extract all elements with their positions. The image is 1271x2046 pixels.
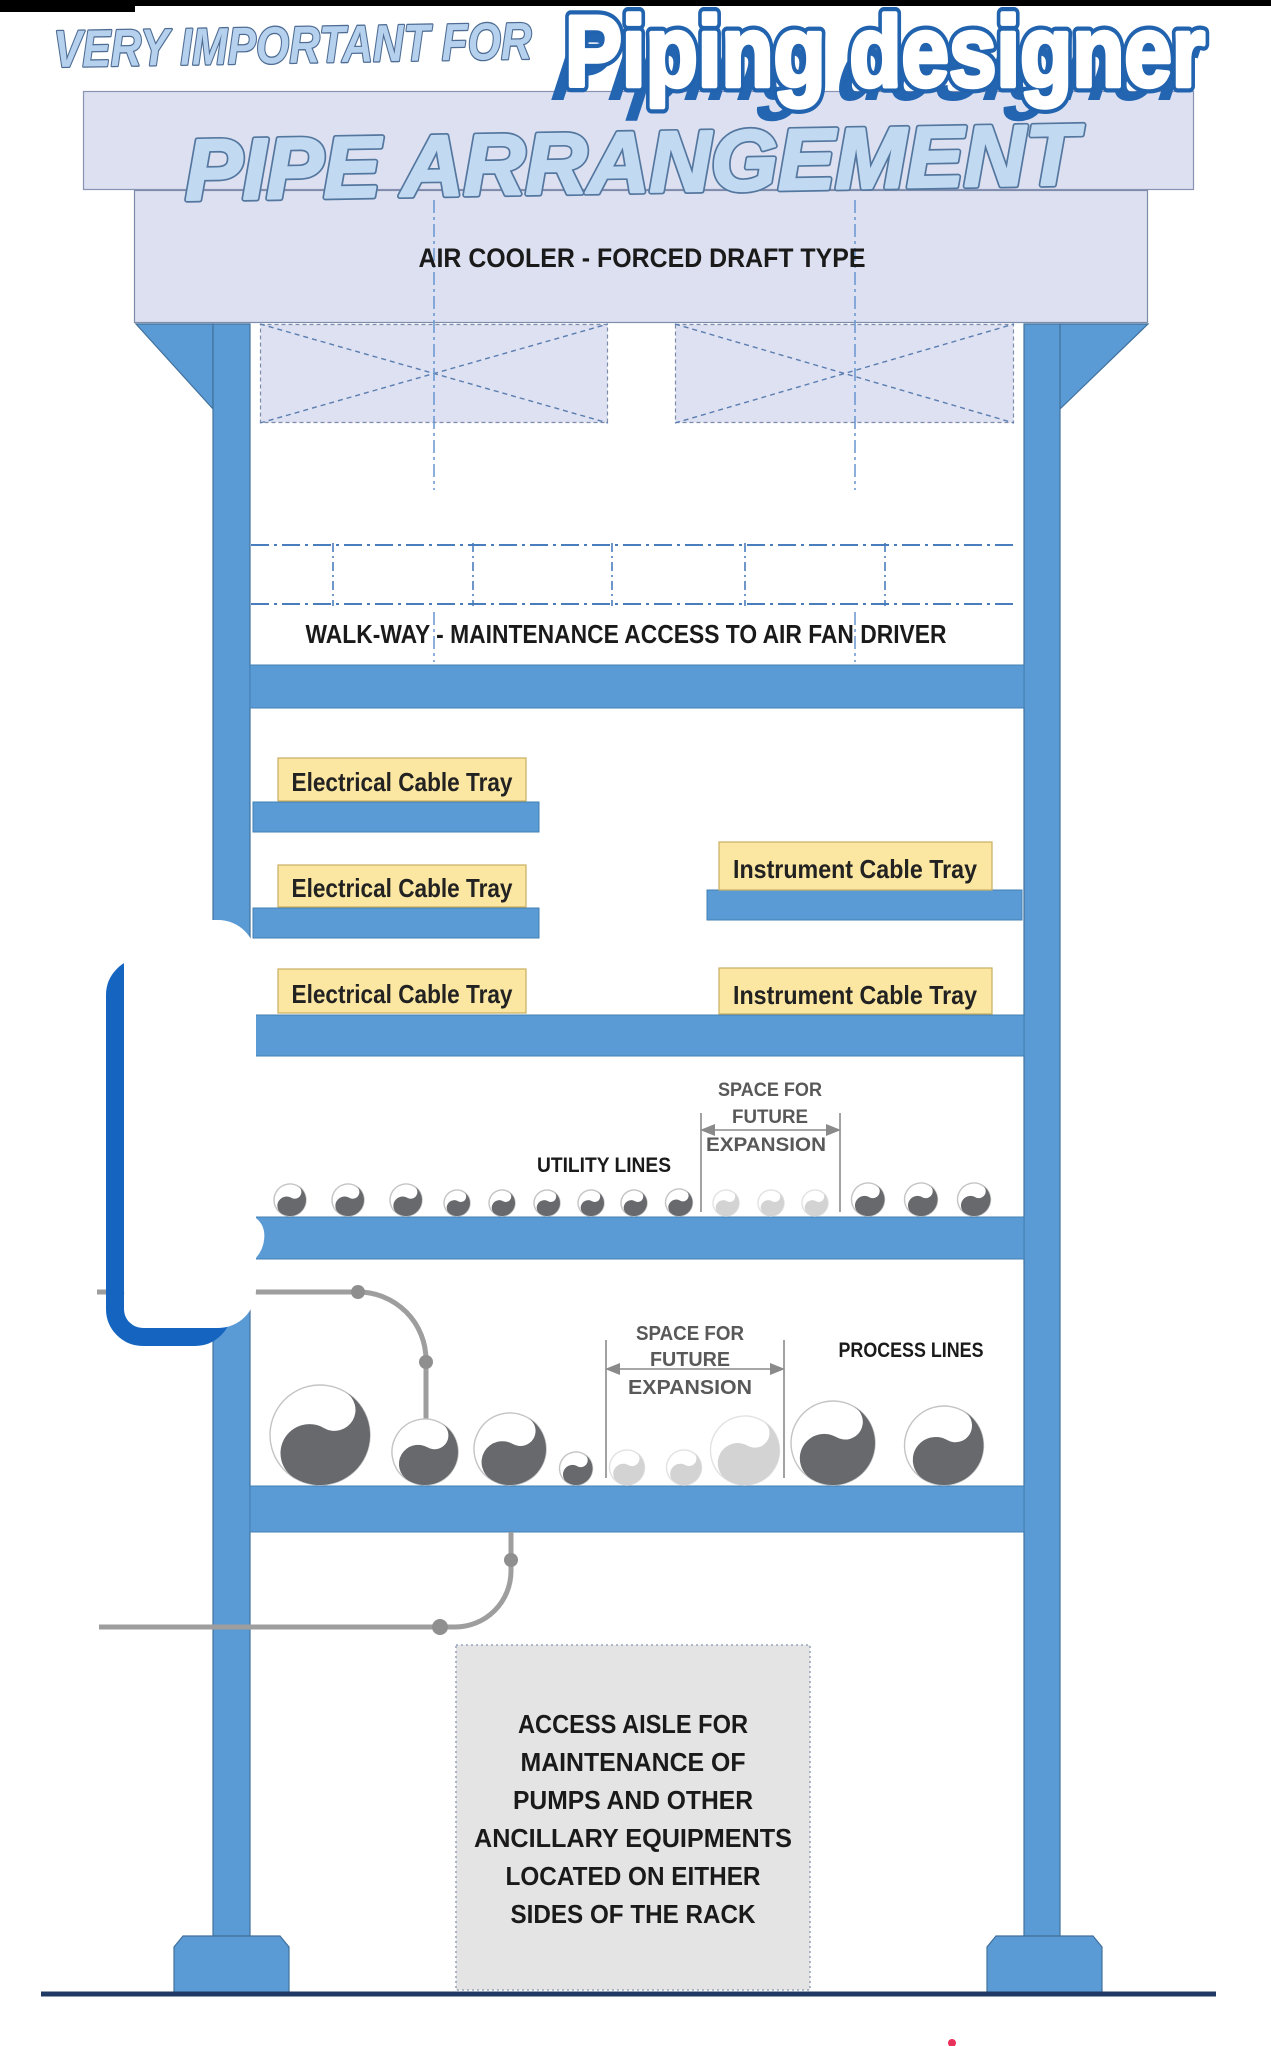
- svg-text:Electrical Cable Tray: Electrical Cable Tray: [292, 979, 513, 1009]
- svg-text:Piping designer: Piping designer: [565, 0, 1205, 108]
- svg-text:EXPANSION: EXPANSION: [628, 1377, 752, 1399]
- svg-text:PIPE ARRANGEMENT: PIPE ARRANGEMENT: [184, 107, 1085, 219]
- svg-text:Electrical Cable Tray: Electrical Cable Tray: [292, 873, 513, 903]
- svg-text:EXPANSION: EXPANSION: [706, 1135, 826, 1156]
- svg-text:Electrical Cable Tray: Electrical Cable Tray: [292, 767, 513, 797]
- svg-text:PROCESS LINES: PROCESS LINES: [839, 1339, 984, 1362]
- svg-text:Instrument Cable Tray: Instrument Cable Tray: [733, 854, 977, 884]
- svg-text:WALK-WAY - MAINTENANCE ACCESS: WALK-WAY - MAINTENANCE ACCESS TO AIR FAN…: [306, 619, 947, 649]
- svg-text:FUTURE: FUTURE: [732, 1107, 808, 1128]
- svg-text:AIR COOLER - FORCED DRAFT TYPE: AIR COOLER - FORCED DRAFT TYPE: [419, 243, 866, 273]
- svg-text:UTILITY LINES: UTILITY LINES: [537, 1154, 671, 1177]
- svg-text:PUMPS AND OTHER: PUMPS AND OTHER: [513, 1785, 753, 1815]
- svg-text:Piping designer: Piping designer: [565, 0, 1205, 108]
- svg-text:PIPE ARRANGEMENT: PIPE ARRANGEMENT: [184, 107, 1085, 219]
- svg-text:ANCILLARY EQUIPMENTS: ANCILLARY EQUIPMENTS: [474, 1823, 792, 1853]
- svg-text:SPACE FOR: SPACE FOR: [636, 1323, 745, 1345]
- svg-text:Instrument Cable Tray: Instrument Cable Tray: [733, 980, 977, 1010]
- svg-text:VERY IMPORTANT FOR: VERY IMPORTANT FOR: [53, 13, 532, 79]
- svg-text:FUTURE: FUTURE: [650, 1349, 730, 1371]
- svg-text:MAINTENANCE OF: MAINTENANCE OF: [521, 1747, 746, 1777]
- svg-text:Piping designer: Piping designer: [539, 9, 1215, 121]
- svg-text:SPACE FOR: SPACE FOR: [718, 1080, 822, 1101]
- svg-text:ACCESS AISLE FOR: ACCESS AISLE FOR: [518, 1709, 748, 1739]
- svg-text:SIDES OF THE RACK: SIDES OF THE RACK: [511, 1899, 756, 1929]
- svg-text:LOCATED ON EITHER: LOCATED ON EITHER: [506, 1861, 761, 1891]
